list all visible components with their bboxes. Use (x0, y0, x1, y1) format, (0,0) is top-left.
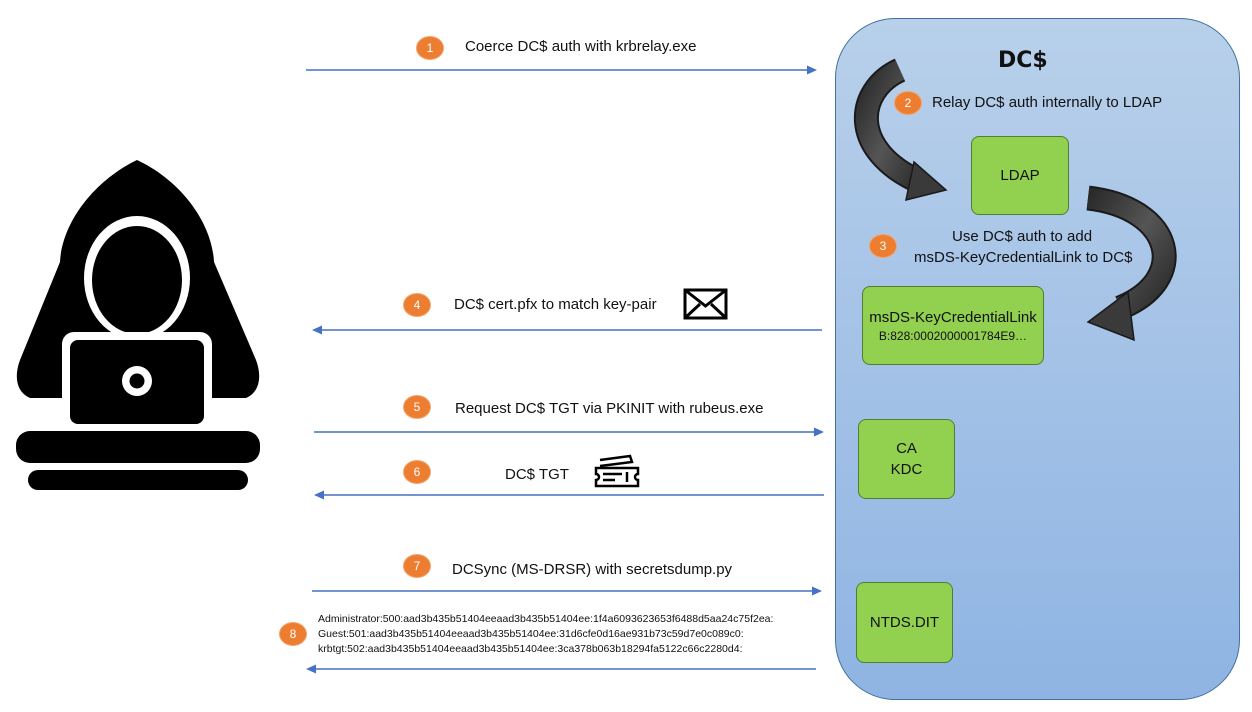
curved-arrow-write-attribute (1086, 185, 1177, 342)
ca-kdc-box: CA KDC (858, 419, 955, 499)
hash-line-krbtgt: krbtgt:502:aad3b435b51404eeaad3b435b5140… (318, 643, 743, 655)
kdc-label: KDC (890, 461, 923, 478)
arrow-step-1 (306, 65, 817, 75)
dc-title: DC$ (998, 48, 1048, 73)
ntds-label: NTDS.DIT (869, 614, 940, 631)
arrow-step-8 (306, 664, 816, 674)
ldap-box: LDAP (971, 136, 1069, 215)
hooded-hacker-laptop-icon (16, 160, 260, 490)
step-6-badge: 6 (403, 460, 431, 484)
dumped-hashes: Administrator:500:aad3b435b51404eeaad3b4… (318, 612, 773, 657)
keycredentiallink-box: msDS-KeyCredentialLink B:828:00020000017… (862, 286, 1044, 365)
step-6-label: DC$ TGT (505, 466, 569, 483)
ldap-label: LDAP (1000, 167, 1040, 184)
step-4-badge: 4 (403, 293, 431, 317)
arrow-step-7 (312, 586, 822, 596)
curved-arrow-relay (854, 58, 948, 202)
step-7-badge: 7 (403, 554, 431, 578)
step-2-badge: 2 (894, 91, 922, 115)
envelope-icon (683, 288, 728, 320)
ticket-icon (594, 454, 640, 488)
step-3-badge: 3 (869, 234, 897, 258)
ntds-box: NTDS.DIT (856, 582, 953, 663)
arrow-step-5 (314, 427, 824, 437)
ca-label: CA (896, 440, 917, 457)
keycredentiallink-label: msDS-KeyCredentialLink (869, 309, 1037, 326)
arrow-step-4 (312, 325, 822, 335)
step-3-label-line-2: msDS-KeyCredentialLink to DC$ (914, 249, 1133, 266)
keycredentiallink-value: B:828:0002000001784E9… (878, 329, 1028, 343)
hash-line-administrator: Administrator:500:aad3b435b51404eeaad3b4… (318, 613, 774, 625)
hash-line-guest: Guest:501:aad3b435b51404eeaad3b435b51404… (318, 628, 744, 640)
arrow-step-6 (314, 490, 824, 500)
step-2-label: Relay DC$ auth internally to LDAP (932, 94, 1163, 111)
step-1-label: Coerce DC$ auth with krbrelay.exe (465, 38, 697, 55)
step-4-label: DC$ cert.pfx to match key-pair (454, 296, 657, 313)
step-8-badge: 8 (279, 622, 307, 646)
step-5-badge: 5 (403, 395, 431, 419)
step-1-badge: 1 (416, 36, 444, 60)
step-7-label: DCSync (MS-DRSR) with secretsdump.py (452, 561, 733, 578)
step-3-label-line-1: Use DC$ auth to add (952, 228, 1093, 245)
step-5-label: Request DC$ TGT via PKINIT with rubeus.e… (455, 400, 764, 417)
